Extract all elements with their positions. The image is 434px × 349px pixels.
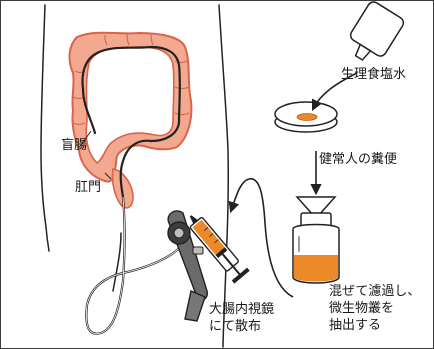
cecum-label: 盲腸 [61,137,87,154]
saline-bottle [342,1,406,68]
mix-filter-label: 混ぜて濾過し、 微生物叢を 抽出する [329,283,420,334]
scope-label: 大腸内視鏡 にて散布 [209,301,274,335]
petri-dish [275,102,337,132]
saline-label: 生理食塩水 [341,66,406,83]
mix-filter-line-3: 抽出する [329,317,420,334]
torso-left-outline [41,5,49,251]
mix-filter-line-1: 混ぜて濾過し、 [329,283,420,300]
anus-label: 肛門 [75,179,101,196]
control-knob-center [174,228,184,238]
handle-valve [193,247,203,254]
crotch-outline [113,233,121,291]
filter-jar [293,197,339,283]
scope-line-1: 大腸内視鏡 [209,301,274,318]
bottle-body [348,1,405,58]
mix-filter-line-2: 微生物叢を [329,300,420,317]
arrow-jar-to-syringe [231,179,293,297]
torso-right-outline [219,5,228,347]
syringe-thumb-rest [232,268,250,284]
stool-sample [297,114,317,121]
handle-shaft [185,291,205,321]
suspension [294,255,338,282]
scope-line-2: にて散布 [209,318,274,335]
donor-stool-label: 健常人の糞便 [319,151,397,168]
